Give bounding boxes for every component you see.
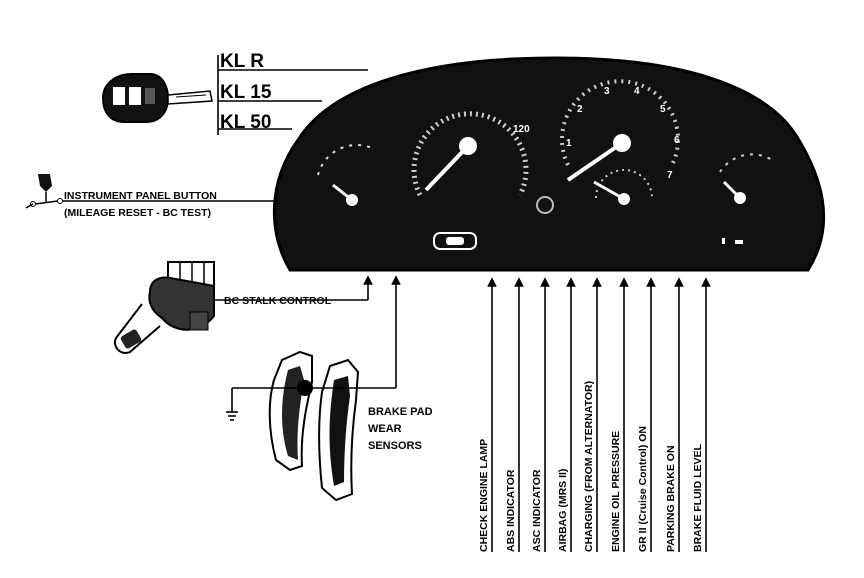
tacho-label-2: 2: [577, 104, 583, 115]
brake-label-line2: WEAR: [368, 423, 402, 435]
brake-pad-icon: [268, 350, 360, 502]
brake-label-line3: SENSORS: [368, 440, 422, 452]
indicator-brake-fluid-level: BRAKE FLUID LEVEL: [692, 443, 704, 552]
ground-symbol-icon: [226, 388, 238, 421]
tachometer: 1 2 3 4 5 6 7: [560, 79, 680, 182]
cluster-housing: [272, 56, 825, 272]
bc-stalk-label: BC STALK CONTROL: [224, 295, 332, 307]
terminal-kl-15: KL 15: [220, 82, 272, 103]
ignition-key-icon: [101, 73, 213, 123]
indicator-parking-brake: PARKING BRAKE ON: [665, 445, 677, 552]
fuel-gauge: [317, 143, 373, 206]
brake-label-line1: BRAKE PAD: [368, 406, 433, 418]
tacho-label-3: 3: [604, 86, 610, 97]
tacho-label-6: 6: [674, 135, 680, 146]
terminal-kl-r: KL R: [220, 51, 264, 72]
wear-sensor-icon: [297, 380, 313, 396]
tacho-label-5: 5: [660, 104, 666, 115]
indicator-airbag: AIRBAG (MRS II): [557, 469, 569, 552]
indicator-asc: ASC INDICATOR: [531, 469, 543, 552]
indicator-engine-oil-pressure: ENGINE OIL PRESSURE: [610, 431, 622, 552]
instrument-cluster: 120 1 2 3 4 5 6 7: [272, 56, 825, 272]
brake-symbol-icon: [722, 238, 725, 244]
indicator-abs: ABS INDICATOR: [505, 469, 517, 552]
warning-lamp-ring: [536, 196, 554, 214]
fluid-symbol-icon: [735, 240, 743, 244]
speedo-max-label: 120: [513, 124, 530, 135]
indicator-arrows: [487, 277, 711, 552]
terminal-kl-50: KL 50: [220, 112, 271, 133]
tacho-label-4: 4: [634, 86, 640, 97]
indicator-cruise-control: GR II (Cruise Control) ON: [637, 426, 649, 552]
tacho-label-7: 7: [667, 170, 673, 181]
indicator-charging: CHARGING (FROM ALTERNATOR): [583, 381, 595, 552]
speedometer: 120: [411, 111, 530, 197]
economy-gauge: [593, 169, 653, 205]
tacho-label-1: 1: [566, 138, 572, 149]
indicator-check-engine-lamp: CHECK ENGINE LAMP: [478, 439, 490, 552]
push-button-switch-icon: [25, 174, 63, 209]
bc-stalk-control-icon: [114, 261, 215, 354]
button-label-line2: (MILEAGE RESET - BC TEST): [64, 207, 211, 219]
odometer-display: [433, 232, 477, 250]
terminal-lines: [217, 55, 368, 135]
temperature-gauge: [719, 153, 773, 204]
button-label-line1: INSTRUMENT PANEL BUTTON: [64, 190, 217, 202]
